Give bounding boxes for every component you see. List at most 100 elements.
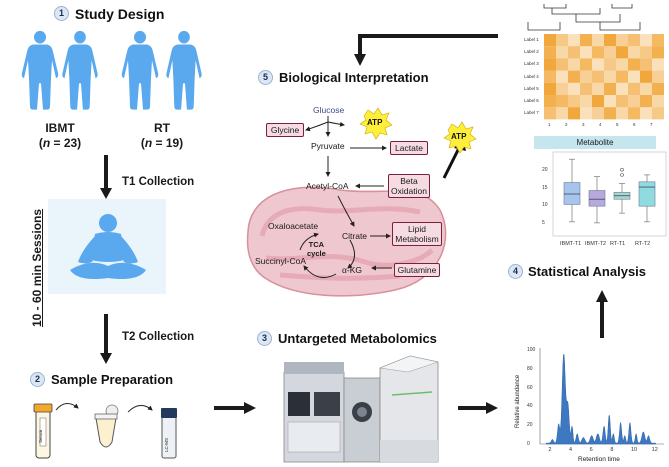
heatmap-cell xyxy=(652,58,664,71)
boxplot-category-label: RT-T2 xyxy=(635,241,651,247)
heatmap-cell xyxy=(568,70,580,83)
heatmap-cell xyxy=(628,82,640,95)
tca-cycle-label: TCA cycle xyxy=(307,240,326,258)
chromatogram-ylabel: Relative abundance xyxy=(515,374,521,428)
heatmap-cell xyxy=(640,46,652,59)
atp-star-2 xyxy=(443,121,477,154)
heatmap-row-label: Label 2 xyxy=(524,49,539,55)
beta-oxidation-node: Beta Oxidation xyxy=(388,174,430,198)
heatmap-cell xyxy=(652,107,664,120)
human-figures xyxy=(21,30,202,110)
heatmap-cell xyxy=(544,34,556,47)
chromatogram-xlabel: Retention time xyxy=(578,456,620,463)
heatmap-cell xyxy=(592,58,604,71)
heatmap-cell xyxy=(616,46,628,59)
heatmap-cell xyxy=(604,82,616,95)
heatmap-cell xyxy=(640,70,652,83)
pyruvate-node: Pyruvate xyxy=(311,141,345,151)
heatmap-cell xyxy=(604,46,616,59)
pathway-arrows xyxy=(299,116,392,279)
t2-collection-label: T2 Collection xyxy=(122,331,195,343)
heatmap-cell xyxy=(568,34,580,47)
heatmap-cell xyxy=(628,95,640,108)
heatmap-cell xyxy=(616,70,628,83)
heatmap-col-tick: 5 xyxy=(616,122,619,127)
chromatogram-y-tick: 40 xyxy=(527,403,533,410)
heatmap-cell xyxy=(640,58,652,71)
eppendorf-tube xyxy=(94,404,119,448)
heatmap-cell xyxy=(592,34,604,47)
heatmap-col-tick: 7 xyxy=(650,122,653,127)
heatmap-cell xyxy=(556,82,568,95)
chromatogram-x-tick: 8 xyxy=(610,447,614,453)
heatmap-col-tick: 3 xyxy=(582,122,585,127)
heatmap-cell xyxy=(580,34,592,47)
chromatogram-x-tick: 4 xyxy=(569,447,573,453)
heatmap-cell xyxy=(580,95,592,108)
glycine-node: Glycine xyxy=(266,123,304,137)
rt-group-label: RT (n = 19) xyxy=(127,121,197,151)
oxaloacetate-node: Oxaloacetate xyxy=(268,221,319,231)
ibmt-group-label: IBMT (n = 23) xyxy=(25,121,95,151)
untargeted-title: Untargeted Metabolomics xyxy=(278,331,437,346)
heatmap-cell xyxy=(580,82,592,95)
heatmap-cell xyxy=(592,95,604,108)
heatmap-cell xyxy=(640,107,652,120)
heatmap-row-label: Label 5 xyxy=(524,85,539,91)
meditation-figure xyxy=(48,199,166,294)
boxplot-y-tick: 15 xyxy=(542,184,548,191)
study-design-title: Study Design xyxy=(75,6,165,22)
acetyl-coa-node: Acetyl-CoA xyxy=(306,181,349,191)
boxplot-header: Metabolite xyxy=(534,136,656,149)
succinyl-coa-node: Succinyl-CoA xyxy=(255,256,307,266)
heatmap-row-label: Label 4 xyxy=(524,73,539,79)
heatmap-cell xyxy=(568,46,580,59)
chromatogram-y-tick: 0 xyxy=(527,441,530,447)
heatmap-cell xyxy=(652,46,664,59)
heatmap-cell xyxy=(556,95,568,108)
step-number-1: 1 xyxy=(54,6,69,21)
dendrogram xyxy=(527,4,641,31)
serum-tube-label: Serum xyxy=(38,429,43,443)
boxplot-y-tick: 10 xyxy=(542,202,548,209)
step-number-3: 3 xyxy=(257,331,272,346)
boxplot-marks xyxy=(563,158,656,224)
serum-tube xyxy=(33,403,53,459)
step-number-4: 4 xyxy=(508,264,523,279)
boxplot-outlier xyxy=(620,173,624,177)
lcms-vial-label: LC-MS xyxy=(164,437,169,452)
heatmap-cell xyxy=(640,95,652,108)
heatmap-cell xyxy=(544,95,556,108)
rt-n: (n = 19) xyxy=(140,136,184,150)
heatmap-cell xyxy=(568,95,580,108)
heatmap-cell xyxy=(544,70,556,83)
akg-node: α-KG xyxy=(342,265,363,275)
chromatogram-x-tick: 12 xyxy=(651,447,658,453)
heatmap-cell xyxy=(604,70,616,83)
heatmap-row-label: Label 7 xyxy=(524,110,539,116)
lcms-vial xyxy=(161,408,177,459)
lcms-instrument xyxy=(283,355,439,463)
atp-label-1: ATP xyxy=(367,118,383,127)
heatmap-cell xyxy=(628,46,640,59)
heatmap-cell xyxy=(616,95,628,108)
heatmap-cell xyxy=(568,107,580,120)
boxplot-y-tick: 5 xyxy=(542,219,545,226)
heatmap-cell xyxy=(592,107,604,120)
chromatogram-y-tick: 80 xyxy=(527,365,533,372)
heatmap-cell xyxy=(580,107,592,120)
heatmap-cell xyxy=(604,34,616,47)
heatmap-cell xyxy=(628,34,640,47)
heatmap-cell xyxy=(580,58,592,71)
boxplot-category-label: RT-T1 xyxy=(610,241,626,247)
heatmap-cell xyxy=(616,58,628,71)
chromatogram-y-tick: 100 xyxy=(527,347,536,353)
heatmap-cell xyxy=(556,58,568,71)
heatmap-cell xyxy=(592,46,604,59)
sessions-label: 10 - 60 min Sessions xyxy=(30,208,44,327)
heatmap-cell xyxy=(652,82,664,95)
boxplot-category-label: IBMT-T2 xyxy=(585,241,607,247)
heatmap-cell xyxy=(628,70,640,83)
atp-label-2: ATP xyxy=(451,132,467,141)
heatmap-row-label: Label 6 xyxy=(524,98,539,103)
